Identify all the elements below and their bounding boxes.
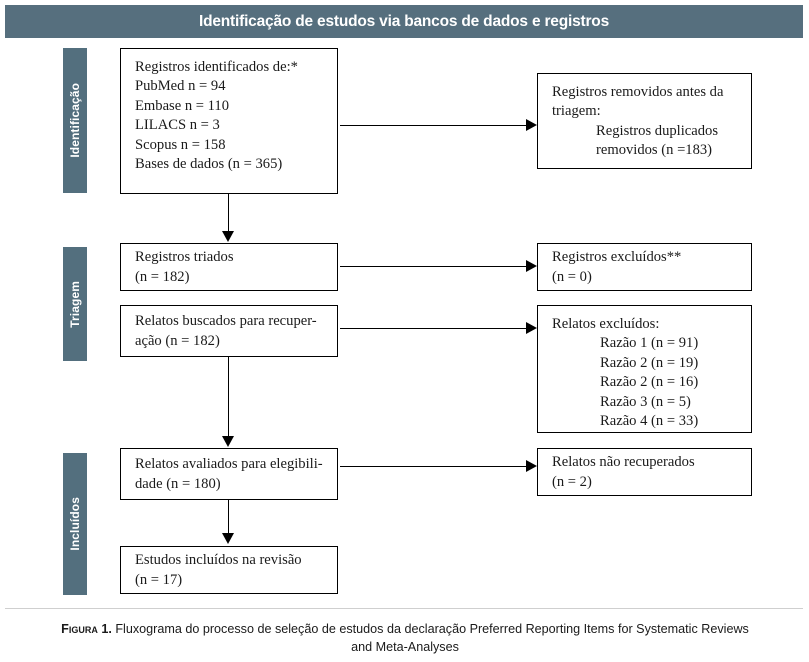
box-reports-sought: Relatos buscados para recuper- ação (n =… (120, 305, 338, 357)
records-identified-line-6: Bases de dados (n = 365) (135, 156, 283, 173)
records-removed-indented-2: removidos (n =183) (596, 141, 713, 158)
arrowhead-sought-to-assessed (221, 436, 234, 447)
reports-sought-line-2: ação (n = 182) (135, 332, 220, 349)
records-identified-line-2: PubMed n = 94 (135, 78, 226, 95)
connector-assessed-to-included (228, 500, 229, 534)
reports-excluded-reason-4: Razão 3 (n = 5) (600, 393, 691, 410)
reports-assessed-line-1: Relatos avaliados para elegibili- (135, 456, 323, 473)
stage-tab-identificacao-label: Identificação (68, 83, 82, 158)
box-records-identified: Registros identificados de:* PubMed n = … (120, 48, 338, 194)
figure-caption: Figura 1. Fluxograma do processo de sele… (60, 620, 750, 657)
arrowhead-screened-to-excluded (526, 259, 537, 272)
banner-title: Identificação de estudos via bancos de d… (198, 12, 609, 30)
figure-caption-text: Fluxograma do processo de seleção de est… (111, 622, 749, 655)
connector-assessed-to-not-retrieved (340, 466, 526, 467)
connector-identified-to-screened (228, 194, 229, 231)
reports-excluded-reason-2: Razão 2 (n = 19) (600, 354, 699, 371)
records-identified-line-4: LILACS n = 3 (135, 117, 220, 134)
connector-sought-to-reports-excluded (340, 328, 526, 329)
box-records-screened: Registros triados (n = 182) (120, 243, 338, 291)
diagram-header-banner: Identificação de estudos via bancos de d… (5, 5, 803, 38)
records-excluded-line-2: (n = 0) (552, 268, 592, 285)
arrowhead-assessed-to-included (221, 533, 234, 544)
records-identified-line-1: Registros identificados de:* (135, 59, 298, 75)
records-screened-line-1: Registros triados (135, 249, 234, 266)
stage-tab-triagem: Triagem (63, 247, 87, 361)
box-reports-not-retrieved: Relatos não recuperados (n = 2) (537, 448, 752, 496)
reports-excluded-line-1: Relatos excluídos: (552, 316, 660, 332)
caption-divider (5, 608, 803, 609)
arrowhead-sought-to-reports-excluded (526, 321, 537, 334)
stage-tab-triagem-label: Triagem (68, 280, 82, 328)
records-identified-line-5: Scopus n = 158 (135, 136, 226, 153)
reports-not-retrieved-line-2: (n = 2) (552, 473, 592, 490)
box-studies-included: Estudos incluídos na revisão (n = 17) (120, 546, 338, 594)
arrowhead-identified-to-removed (526, 118, 537, 131)
arrowhead-identified-to-screened (221, 231, 234, 242)
box-records-removed-before-screening: Registros removidos antes da triagem: Re… (537, 73, 752, 169)
records-excluded-line-1: Registros excluídos** (552, 249, 682, 266)
reports-excluded-reason-1: Razão 1 (n = 91) (600, 335, 699, 352)
figure-caption-label: Figura 1. (61, 622, 112, 636)
studies-included-line-2: (n = 17) (135, 571, 183, 588)
studies-included-line-1: Estudos incluídos na revisão (135, 552, 302, 569)
box-reports-assessed: Relatos avaliados para elegibili- dade (… (120, 448, 338, 500)
reports-assessed-line-2: dade (n = 180) (135, 475, 221, 492)
reports-excluded-reason-5: Razão 4 (n = 33) (600, 413, 699, 430)
reports-not-retrieved-line-1: Relatos não recuperados (552, 454, 695, 471)
arrowhead-assessed-to-not-retrieved (526, 459, 537, 472)
records-identified-line-3: Embase n = 110 (135, 97, 230, 114)
box-records-excluded: Registros excluídos** (n = 0) (537, 243, 752, 291)
connector-screened-to-excluded (340, 266, 526, 267)
records-removed-indented-1: Registros duplicados (596, 122, 719, 139)
stage-tab-incluidos: Incluídos (63, 453, 87, 595)
stage-tab-incluidos-label: Incluídos (68, 497, 82, 551)
reports-excluded-reason-3: Razão 2 (n = 16) (600, 374, 699, 391)
connector-sought-to-assessed (228, 357, 229, 441)
box-reports-excluded: Relatos excluídos: Razão 1 (n = 91) Razã… (537, 305, 752, 433)
connector-identified-to-removed (340, 125, 526, 126)
records-screened-line-2: (n = 182) (135, 268, 190, 285)
reports-sought-line-1: Relatos buscados para recuper- (135, 313, 317, 330)
records-removed-line-2: triagem: (552, 103, 601, 120)
stage-tab-identificacao: Identificação (63, 48, 87, 193)
records-removed-line-1: Registros removidos antes da (552, 83, 724, 100)
